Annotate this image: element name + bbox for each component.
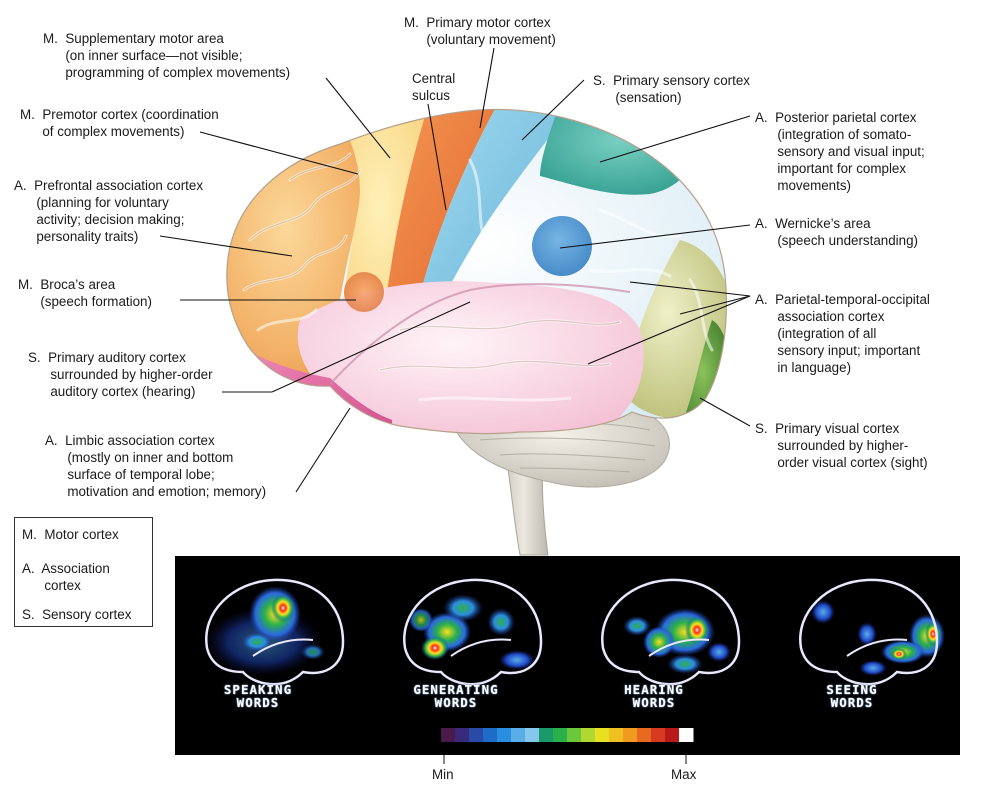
label-central-sulcus: Central sulcus xyxy=(412,71,456,103)
colorbar-swatch xyxy=(567,728,582,742)
label-premotor-cortex: M. Premotor cortex (coordination of comp… xyxy=(20,107,219,139)
posterior-parietal-region xyxy=(540,109,700,195)
leader-lines xyxy=(159,47,751,493)
caption-generating-words: GENERATING WORDS xyxy=(413,682,499,710)
label-brocas-area: M. Broca’s area (speech formation) xyxy=(18,277,152,309)
label-primary-sensory-cortex: S. Primary sensory cortex (sensation) xyxy=(593,73,751,105)
colorbar-swatch xyxy=(525,728,540,742)
label-supplementary-motor-area: M. Supplementary motor area (on inner su… xyxy=(43,31,291,80)
colorbar-swatch xyxy=(665,728,680,742)
colorbar-swatch xyxy=(679,728,694,742)
colorbar-swatch xyxy=(623,728,638,742)
colorbar-swatch xyxy=(637,728,652,742)
label-wernickes-area: A. Wernicke’s area (speech understanding… xyxy=(755,216,919,248)
colorbar-min-label: Min xyxy=(432,767,454,782)
label-primary-visual-cortex: S. Primary visual cortex surrounded by h… xyxy=(755,421,928,470)
label-primary-motor-cortex: M. Primary motor cortex (voluntary movem… xyxy=(404,15,556,47)
scan-seeing xyxy=(799,578,945,686)
label-primary-auditory-cortex: S. Primary auditory cortex surrounded by… xyxy=(28,350,213,399)
colorbar xyxy=(441,728,694,742)
colorbar-swatch xyxy=(651,728,666,742)
colorbar-swatch xyxy=(455,728,470,742)
colorbar-swatch xyxy=(553,728,568,742)
colorbar-swatch xyxy=(609,728,624,742)
colorbar-swatch xyxy=(483,728,498,742)
caption-hearing-words: HEARING WORDS xyxy=(624,682,684,710)
colorbar-swatch xyxy=(497,728,512,742)
label-limbic-association-cortex: A. Limbic association cortex (mostly on … xyxy=(45,433,267,499)
broca-region xyxy=(344,272,384,312)
colorbar-swatch xyxy=(595,728,610,742)
colorbar-swatch xyxy=(441,728,456,742)
wernicke-region xyxy=(532,216,592,276)
colorbar-swatch xyxy=(539,728,554,742)
label-prefrontal-association-cortex: A. Prefrontal association cortex (planni… xyxy=(14,178,204,244)
label-parietal-temporal-occipital: A. Parietal-temporal-occipital associati… xyxy=(755,292,930,375)
scan-generating xyxy=(403,578,543,686)
colorbar-swatch xyxy=(581,728,596,742)
scan-speaking xyxy=(205,578,345,686)
colorbar-max-label: Max xyxy=(671,767,697,782)
legend-key: M. Motor cortex A. Association cortex S.… xyxy=(14,517,153,627)
key-motor: M. Motor cortex xyxy=(22,527,119,542)
caption-speaking-words: SPEAKING WORDS xyxy=(223,682,293,710)
colorbar-swatch xyxy=(469,728,484,742)
colorbar-swatch xyxy=(511,728,526,742)
key-sensory: S. Sensory cortex xyxy=(22,607,132,622)
pet-scans xyxy=(205,578,945,742)
key-association: A. Association cortex xyxy=(22,561,110,593)
pet-scan-panel: SPEAKING WORDS GENERATING WORDS HEARING … xyxy=(175,556,960,755)
caption-seeing-words: SEEING WORDS xyxy=(826,682,878,710)
label-posterior-parietal-cortex: A. Posterior parietal cortex (integratio… xyxy=(755,110,925,193)
scan-hearing xyxy=(601,578,741,686)
